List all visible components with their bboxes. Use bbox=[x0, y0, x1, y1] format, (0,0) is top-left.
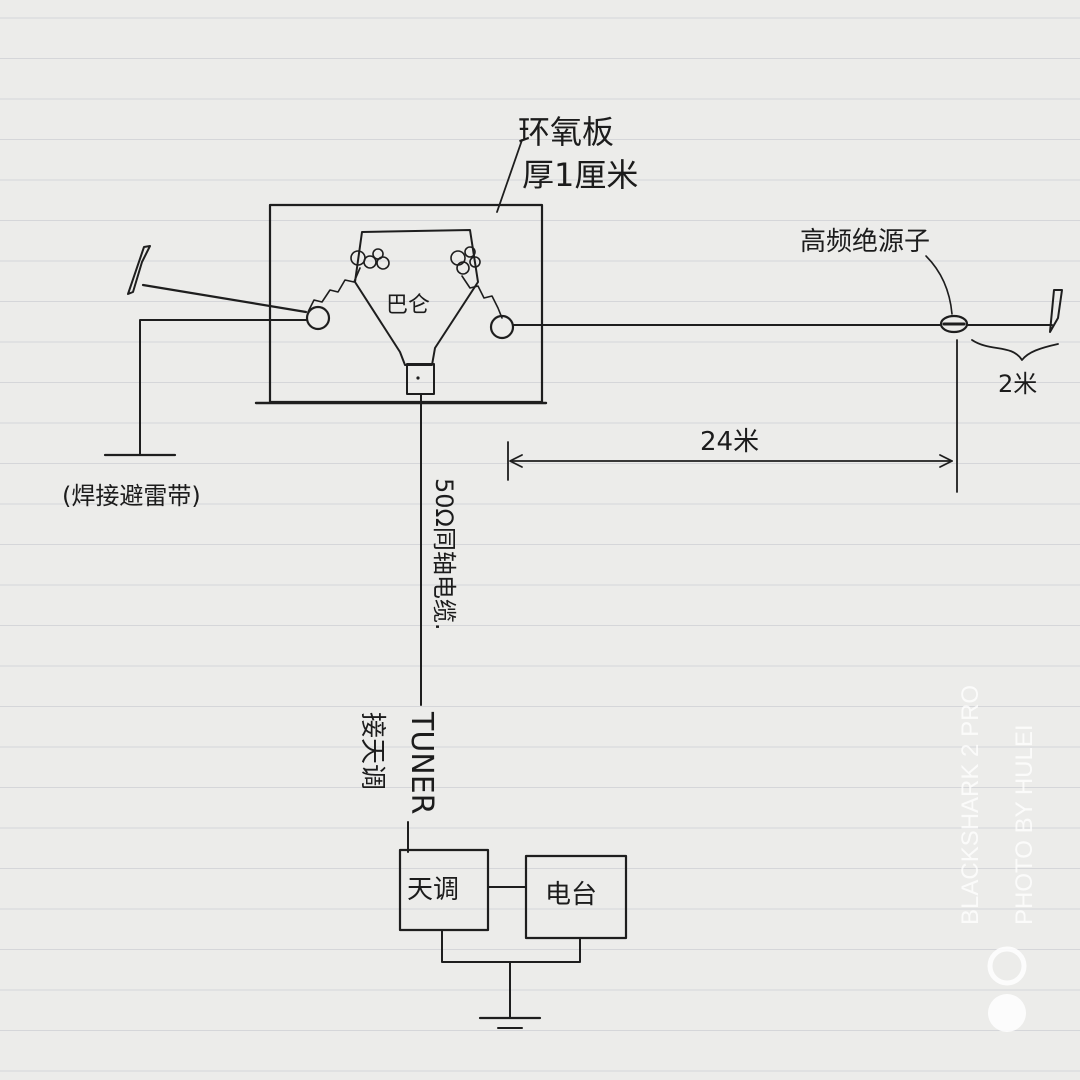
label-thickness: 厚1厘米 bbox=[522, 156, 638, 194]
connector-dot bbox=[416, 376, 420, 380]
ground-bus bbox=[441, 929, 581, 963]
label-24m: 24米 bbox=[700, 427, 759, 457]
left-antenna-wire bbox=[141, 283, 308, 314]
watermark-line2: PHOTO BY HULEI bbox=[1011, 724, 1038, 925]
brace-2m bbox=[971, 339, 1059, 361]
dimension-arrow-right bbox=[939, 454, 953, 468]
tuner-box bbox=[398, 848, 490, 932]
spring-left bbox=[307, 267, 361, 313]
label-balun: 巴仑 bbox=[386, 293, 430, 318]
watermark-line1: BLACKSHARK 2 PRO bbox=[957, 685, 984, 925]
coil-right bbox=[450, 246, 481, 275]
ground-lead bbox=[139, 319, 308, 456]
camera-watermark: BLACKSHARK 2 PRO PHOTO BY HULEI bbox=[957, 685, 1038, 1032]
label-coax: 50Ω同轴电缆. bbox=[430, 478, 458, 631]
right-end-insulator bbox=[1049, 289, 1063, 333]
label-insulator: 高频绝源子 bbox=[800, 227, 930, 257]
board-label-pointer bbox=[496, 139, 523, 213]
watermark-ring-icon bbox=[987, 946, 1027, 986]
radio-box bbox=[524, 854, 628, 940]
label-ground-strap: (焊接避雷带) bbox=[62, 482, 201, 510]
label-box-tuner: 天调 bbox=[407, 875, 459, 905]
spring-right bbox=[461, 275, 503, 319]
coil-left bbox=[350, 248, 390, 270]
insulator-label-leader bbox=[925, 255, 953, 315]
terminal-right bbox=[489, 314, 515, 340]
label-tuner-en: TUNER bbox=[404, 711, 439, 815]
label-epoxy-board: 环氧板 bbox=[518, 113, 614, 151]
terminal-left bbox=[305, 305, 331, 331]
label-box-radio: 电台 bbox=[545, 880, 597, 910]
ruled-lines bbox=[0, 17, 1080, 1072]
label-tuner-cn: 接天调 bbox=[357, 712, 387, 790]
balun-connector bbox=[406, 363, 435, 395]
label-2m: 2米 bbox=[998, 370, 1037, 398]
watermark-dot-icon bbox=[988, 994, 1026, 1032]
left-end-insulator bbox=[127, 245, 151, 295]
dimension-arrow-left bbox=[509, 454, 523, 468]
